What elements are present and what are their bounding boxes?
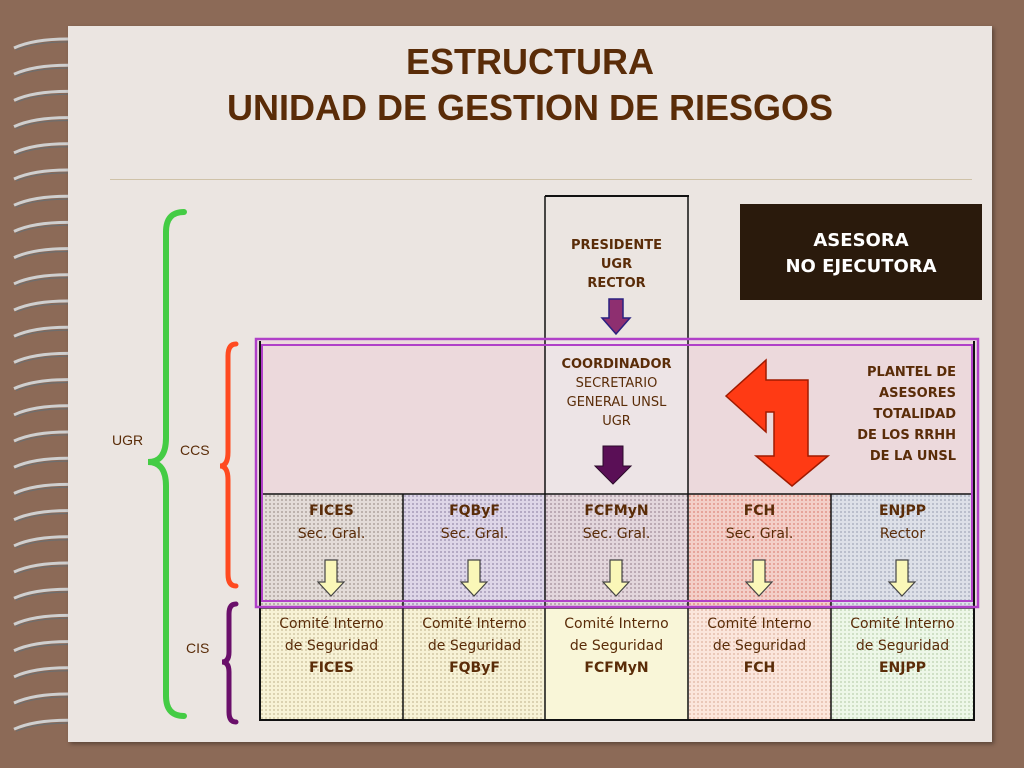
comite-text-enjpp: Comité Interno de Seguridad ENJPP	[831, 613, 974, 679]
slide-subtitle: UNIDAD DE GESTION DE RIESGOS	[226, 87, 834, 128]
unit-name: FICES	[309, 503, 354, 519]
asesora-line2: NO EJECUTORA	[785, 256, 937, 277]
comite-cell-enjpp	[831, 608, 974, 720]
unit-header-enjpp: ENJPP Rector	[831, 500, 974, 546]
unit-role: Sec. Gral.	[440, 526, 509, 542]
unit-role: Sec. Gral.	[725, 526, 794, 542]
plantel-line5: DE LA UNSL	[869, 449, 956, 464]
unit-header-fch: FCH Sec. Gral.	[688, 500, 831, 546]
presidente-line3: RECTOR	[587, 276, 646, 291]
presidente-text: PRESIDENTE UGR RECTOR	[545, 236, 688, 293]
comite-line3: FICES	[309, 660, 354, 676]
unit-role: Rector	[879, 526, 926, 542]
comite-line3: FCFMyN	[584, 660, 649, 676]
comite-line2: de Seguridad	[712, 638, 807, 654]
comite-line2: de Seguridad	[427, 638, 522, 654]
comite-line1: Comité Interno	[279, 616, 384, 632]
comite-cell-fch	[688, 608, 831, 720]
comite-line1: Comité Interno	[707, 616, 812, 632]
comite-line2: de Seguridad	[569, 638, 664, 654]
unit-name: ENJPP	[878, 503, 926, 519]
unit-header-fqbyf: FQByF Sec. Gral.	[403, 500, 546, 546]
slide-title: ESTRUCTURA	[406, 41, 654, 82]
comite-line1: Comité Interno	[564, 616, 669, 632]
comite-line3: ENJPP	[878, 660, 926, 676]
presidente-line2: UGR	[600, 257, 633, 272]
plantel-line1: PLANTEL DE	[867, 365, 956, 380]
asesora-box: ASESORA NO EJECUTORA	[740, 204, 982, 300]
unit-name: FCFMyN	[584, 503, 649, 519]
asesora-line1: ASESORA	[813, 230, 909, 251]
comite-cell-fqbyf	[403, 608, 545, 720]
comite-cell-fcfmyn	[545, 608, 688, 720]
title-divider	[110, 179, 972, 180]
coordinador-line1: COORDINADOR	[561, 357, 672, 372]
comite-line3: FCH	[743, 660, 776, 676]
coordinador-text: COORDINADOR SECRETARIO GENERAL UNSL UGR	[540, 355, 693, 431]
ccs-label: CCS	[180, 442, 210, 458]
comite-line1: Comité Interno	[850, 616, 955, 632]
unit-role: Sec. Gral.	[297, 526, 366, 542]
comite-line2: de Seguridad	[855, 638, 950, 654]
presidente-line1: PRESIDENTE	[571, 238, 662, 253]
comite-cell-fices	[260, 608, 403, 720]
unit-header-fcfmyn: FCFMyN Sec. Gral.	[545, 500, 688, 546]
unit-header-fices: FICES Sec. Gral.	[260, 500, 403, 546]
plantel-line3: TOTALIDAD	[873, 407, 956, 422]
plantel-line4: DE LOS RRHH	[857, 428, 956, 443]
coordinador-line2: SECRETARIO	[575, 376, 658, 391]
unit-role: Sec. Gral.	[582, 526, 651, 542]
comite-text-fices: Comité Interno de Seguridad FICES	[260, 613, 403, 679]
plantel-text: PLANTEL DE ASESORES TOTALIDAD DE LOS RRH…	[800, 362, 956, 467]
comite-line1: Comité Interno	[422, 616, 527, 632]
unit-name: FCH	[743, 503, 776, 519]
plantel-line2: ASESORES	[879, 386, 956, 401]
unit-name: FQByF	[449, 503, 500, 519]
ugr-label: UGR	[112, 432, 144, 448]
comite-text-fqbyf: Comité Interno de Seguridad FQByF	[403, 613, 546, 679]
comite-text-fcfmyn: Comité Interno de Seguridad FCFMyN	[545, 613, 688, 679]
comite-text-fch: Comité Interno de Seguridad FCH	[688, 613, 831, 679]
comite-line2: de Seguridad	[284, 638, 379, 654]
coordinador-line4: UGR	[602, 414, 631, 429]
cis-label: CIS	[186, 640, 210, 656]
comite-line3: FQByF	[449, 660, 500, 676]
coordinador-line3: GENERAL UNSL	[566, 395, 667, 410]
